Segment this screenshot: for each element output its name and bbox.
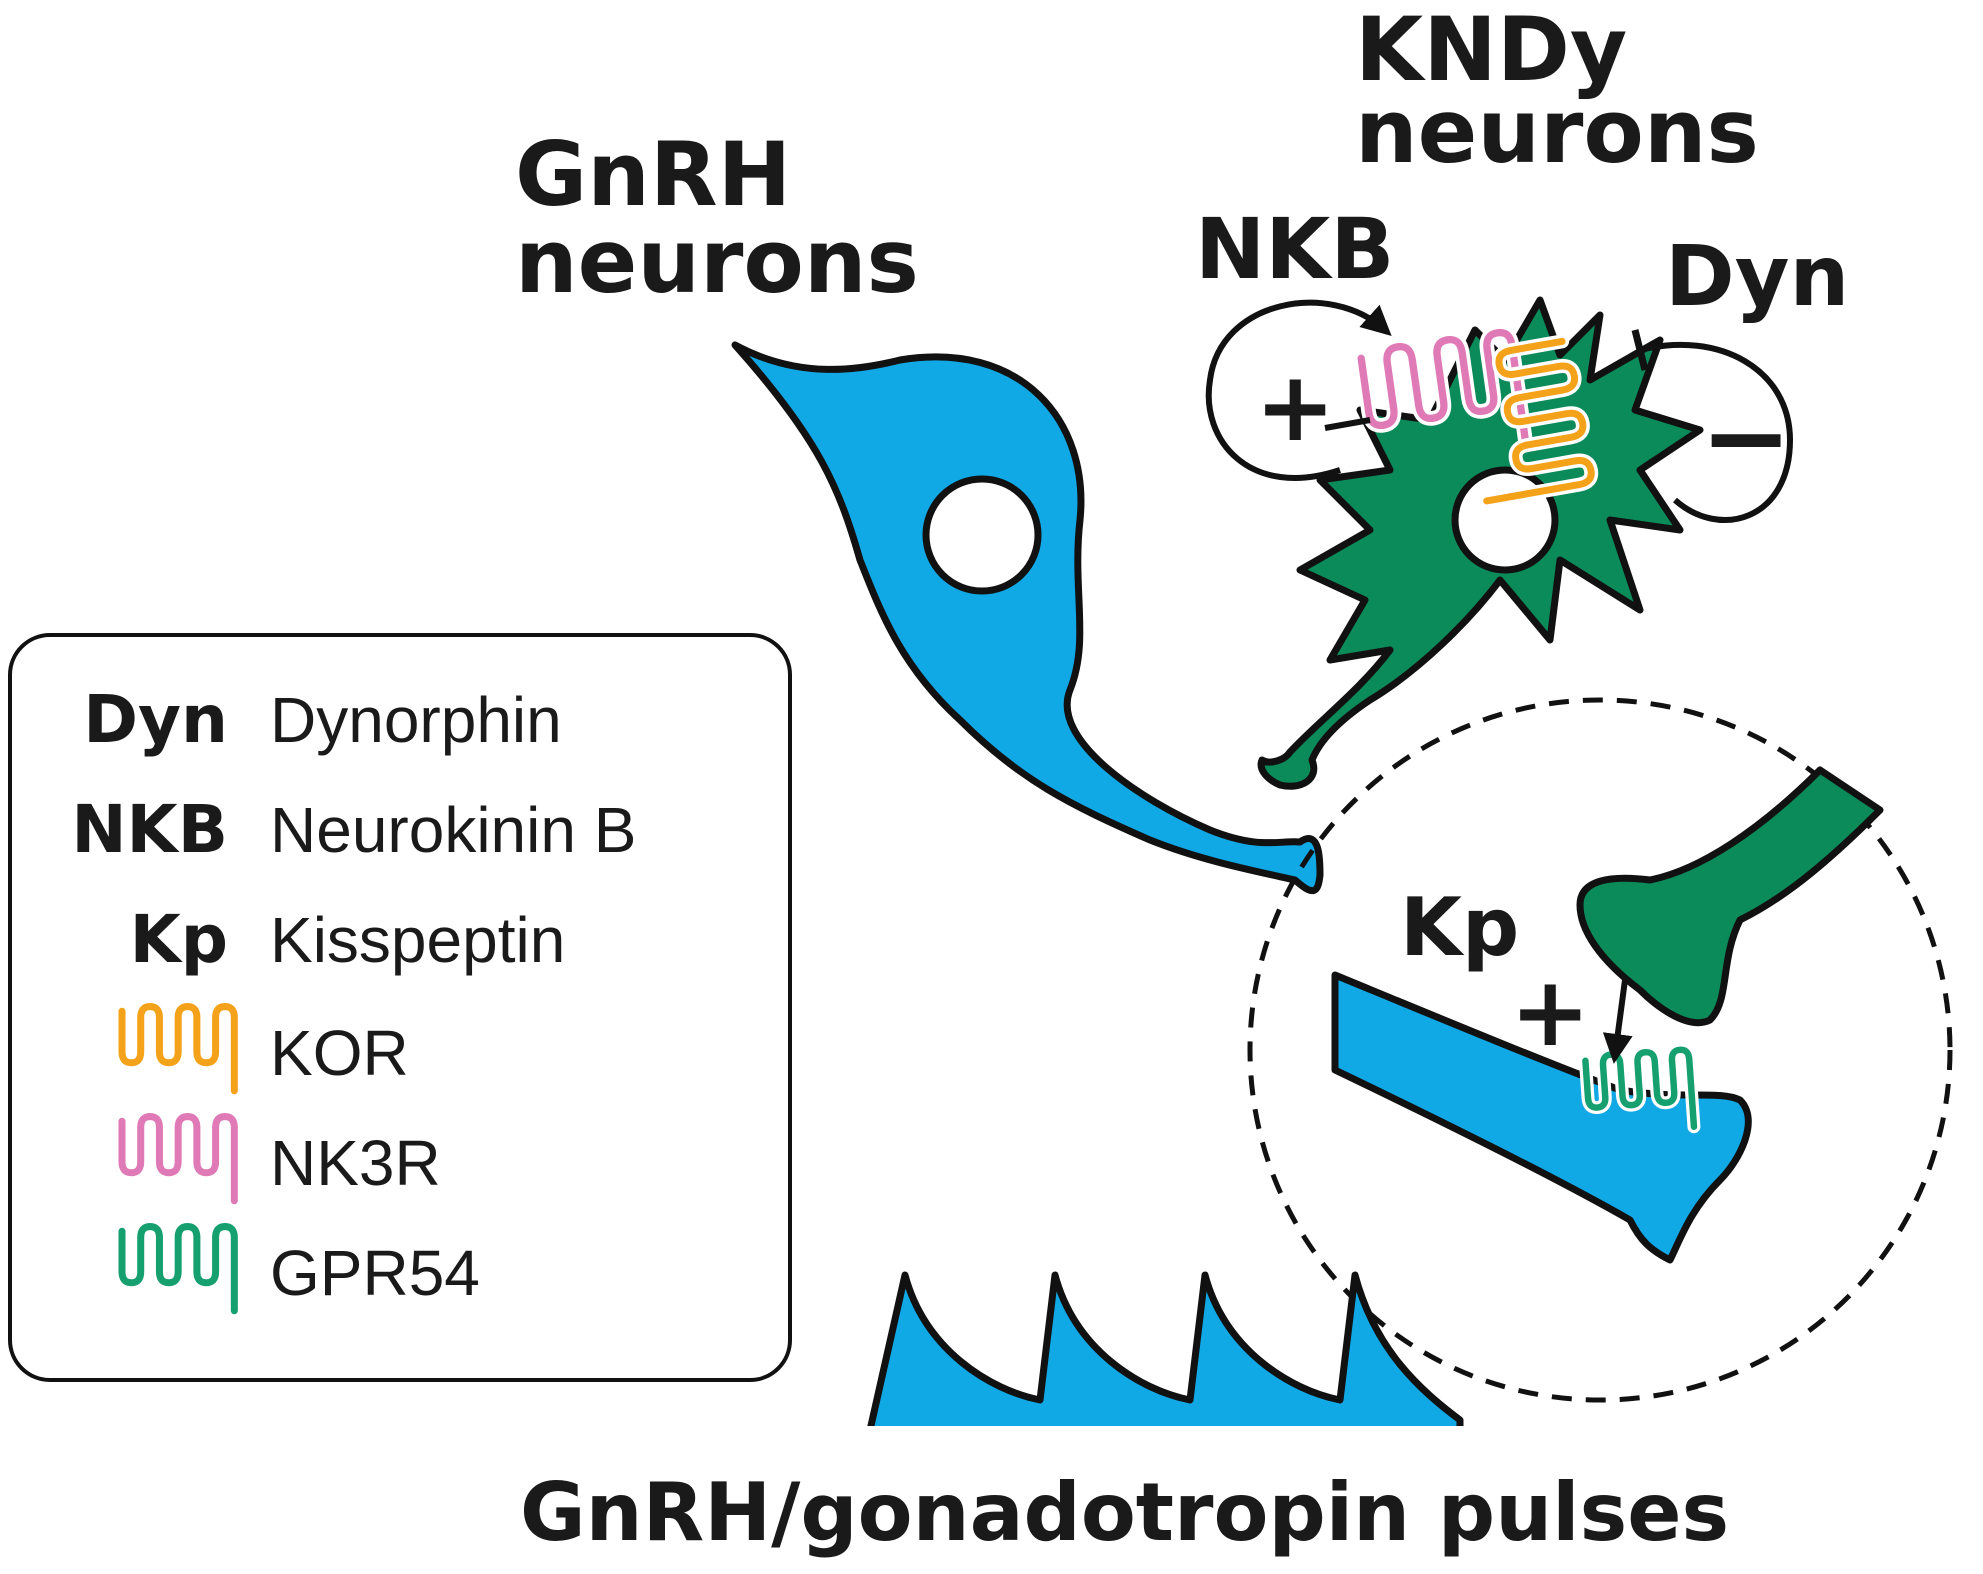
dyn-feedback-loop <box>1631 329 1794 523</box>
legend-full-nkb: Neurokinin B <box>270 794 636 866</box>
gnrh-neuron <box>731 341 1324 895</box>
synapse-inset <box>1247 697 1953 1403</box>
gnrh-neurons-label-line2: neurons <box>515 210 919 313</box>
kndy-terminal <box>1576 766 1884 1027</box>
legend-nk3r-label: NK3R <box>270 1127 441 1199</box>
nkb-loop-arrow <box>1205 299 1392 481</box>
legend-full-kp: Kisspeptin <box>270 904 565 976</box>
nkb-plus-sign: + <box>1255 351 1335 463</box>
gnrh-dendrite <box>1331 971 1752 1264</box>
legend-frame <box>8 633 792 1382</box>
pulses-label: GnRH/gonadotropin pulses <box>520 1466 1729 1559</box>
kp-arrow <box>1602 979 1633 1064</box>
legend-abbr-kp: Kp <box>130 901 228 978</box>
nkb-label: NKB <box>1195 200 1394 298</box>
kndy-neurons-label-line2: neurons <box>1355 80 1759 183</box>
legend-full-dyn: Dynorphin <box>270 684 562 756</box>
dyn-loop-inhibit <box>1639 341 1794 523</box>
legend-abbr-nkb: NKB <box>71 791 228 868</box>
kp-plus-sign: + <box>1510 956 1590 1068</box>
gnrh-neuron-body <box>731 341 1324 895</box>
dyn-label: Dyn <box>1665 227 1849 325</box>
kndy-neurons-label-line1: KNDy <box>1355 0 1627 101</box>
inset-boundary <box>1247 697 1953 1403</box>
gnrh-neurons-label-line1: GnRH <box>515 123 791 226</box>
legend-kor-label: KOR <box>270 1017 409 1089</box>
pulse-waveform <box>860 1271 1470 1434</box>
legend-gpr54-label: GPR54 <box>270 1237 480 1309</box>
gnrh-nucleus <box>922 475 1042 595</box>
legend-abbr-dyn: Dyn <box>83 681 228 758</box>
legend-box: Dyn Dynorphin NKB Neurokinin B Kp Kisspe… <box>8 633 792 1382</box>
nkb-feedback-loop <box>1205 299 1392 481</box>
pulse-train <box>866 1271 1464 1434</box>
kp-label: Kp <box>1400 881 1519 974</box>
dyn-minus-sign: − <box>1700 373 1792 501</box>
